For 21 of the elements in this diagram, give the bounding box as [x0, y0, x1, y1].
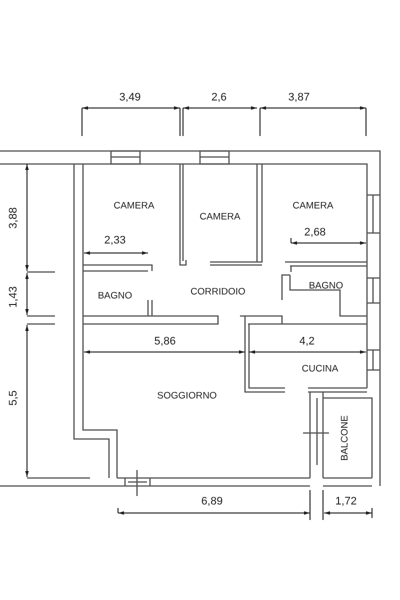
dimension-label: 1,72 — [335, 496, 357, 508]
dimension-label: 2,6 — [211, 92, 227, 104]
dimension-label: 5,5 — [8, 390, 20, 406]
dimension-label: 3,49 — [119, 92, 141, 104]
dimension-label: 6,89 — [201, 496, 223, 508]
room-label: BALCONE — [340, 415, 350, 461]
dimension-label: 5,86 — [154, 336, 176, 348]
dimension-label: 1,43 — [8, 286, 20, 308]
dimension-label: 2,68 — [304, 228, 326, 238]
room-label: SOGGIORNO — [157, 391, 217, 401]
room-label: CORRIDOIO — [190, 287, 246, 297]
dimension-label: 3,87 — [288, 92, 310, 104]
dimension-label: 4,2 — [299, 336, 315, 348]
room-label: CUCINA — [302, 364, 338, 374]
dimension-label: 3,88 — [8, 207, 20, 229]
room-label: BAGNO — [308, 281, 344, 291]
room-label: CAMERA — [114, 201, 154, 211]
room-label: CAMERA — [200, 212, 240, 222]
dimension-label: 2,33 — [104, 236, 126, 246]
room-label: CAMERA — [292, 201, 334, 211]
room-label: BAGNO — [98, 291, 132, 301]
